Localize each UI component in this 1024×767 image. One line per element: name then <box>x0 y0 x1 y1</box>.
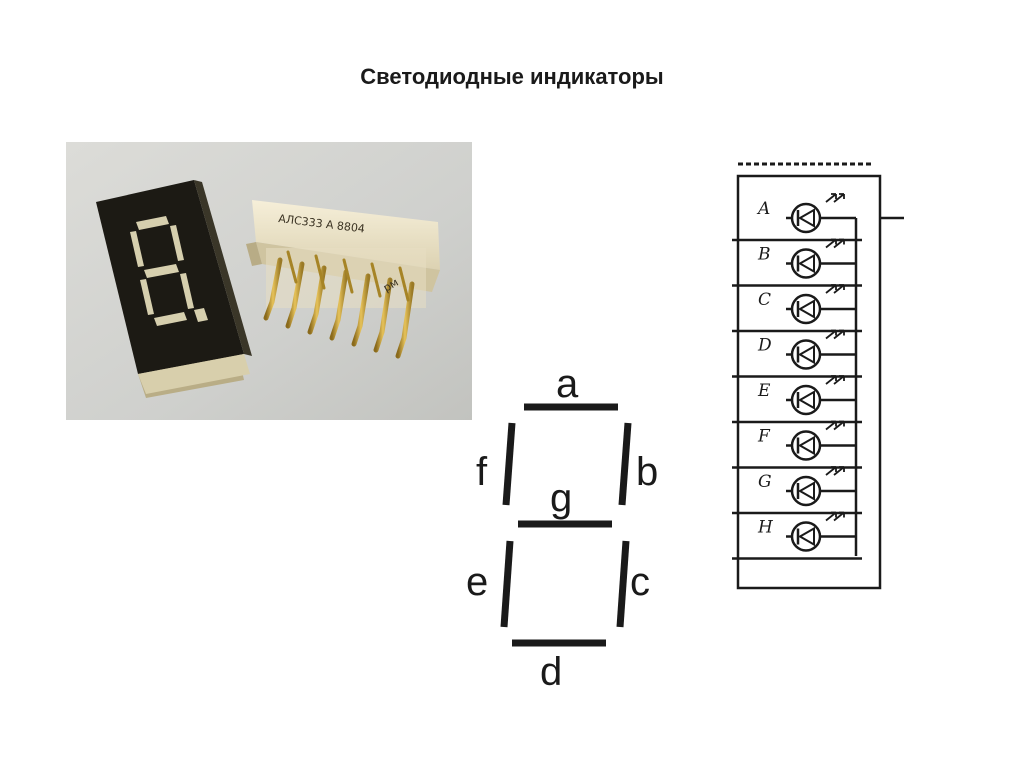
schematic-pin-label: A <box>756 199 770 219</box>
seven-segment-display-photo <box>96 180 252 398</box>
led-diode-icon <box>790 430 822 461</box>
segment-label-c: c <box>630 560 650 604</box>
segment-e <box>500 540 514 628</box>
schematic-row-a: A <box>732 193 862 242</box>
schematic-row-e: E <box>732 375 862 424</box>
schematic-pin-label: C <box>758 290 771 310</box>
led-diode-icon <box>790 293 822 325</box>
schematic-pin-label: G <box>758 472 772 492</box>
led-diode-icon <box>790 202 822 234</box>
led-chip-photo: АЛС333 А 8804 рм <box>246 200 440 359</box>
led-diode-icon <box>790 339 822 370</box>
segment-label-d: d <box>540 650 562 694</box>
schematic-row-h: H <box>732 511 862 560</box>
led-indicator-photo: АЛС333 А 8804 рм <box>66 142 472 420</box>
schematic-row-g: G <box>732 466 862 515</box>
slide-title: Светодиодные индикаторы <box>360 64 664 89</box>
schematic-pin-label: B <box>757 245 771 265</box>
segment-f <box>502 422 516 506</box>
led-diode-icon <box>790 521 822 552</box>
segment-b <box>618 422 632 506</box>
schematic-row-d: D <box>732 329 862 378</box>
led-diode-icon <box>790 475 822 507</box>
segment-label-e: e <box>466 560 488 604</box>
led-diode-icon <box>790 384 822 416</box>
schematic-row-c: C <box>732 284 862 333</box>
schematic-row-f: F <box>732 420 862 469</box>
schematic-pin-label: D <box>757 336 772 356</box>
led-diode-icon <box>790 248 822 279</box>
seven-segment-diagram: a b c d e f g <box>466 362 658 694</box>
segment-label-g: g <box>550 476 572 520</box>
schematic-row-b: B <box>732 238 862 287</box>
segment-label-f: f <box>476 450 488 494</box>
schematic-pin-label: E <box>757 381 771 401</box>
schematic-pin-label: H <box>757 518 774 538</box>
led-schematic: A B C D E F G H <box>732 162 904 590</box>
schematic-pin-label: F <box>757 427 771 447</box>
segment-c <box>616 540 630 628</box>
segment-label-b: b <box>636 450 658 494</box>
segment-label-a: a <box>556 362 579 406</box>
schematic-frame <box>736 174 882 590</box>
